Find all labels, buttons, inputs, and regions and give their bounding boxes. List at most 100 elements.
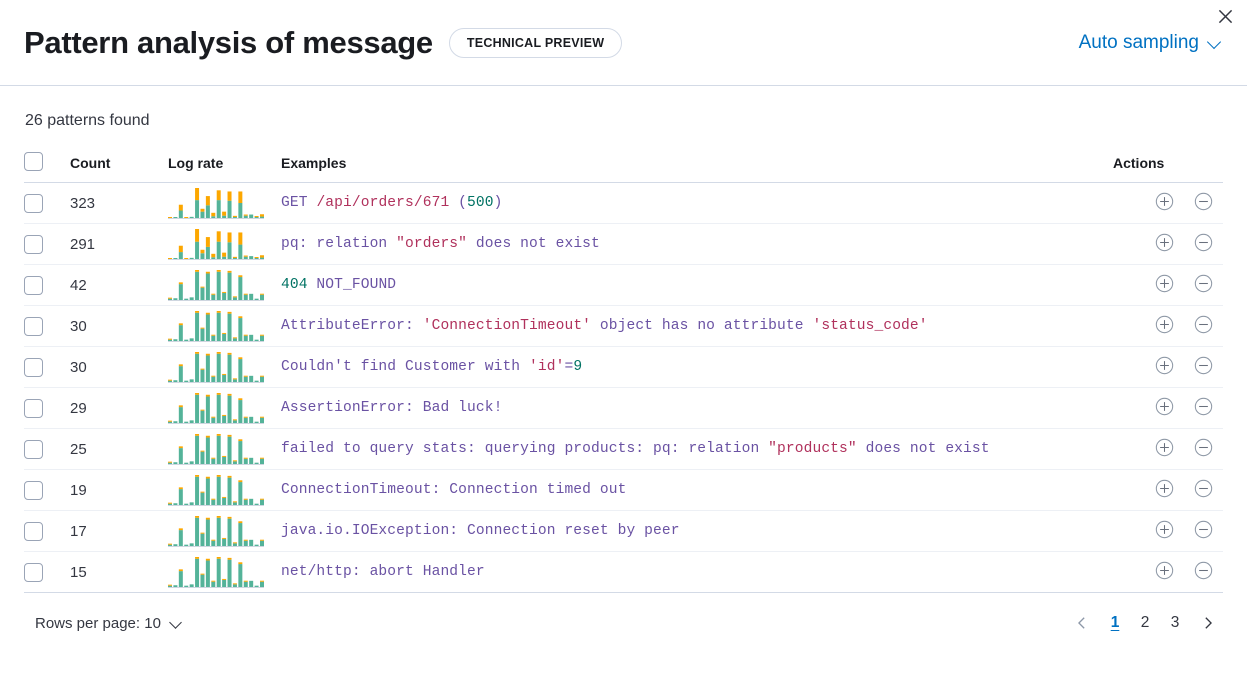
- add-filter-button[interactable]: [1145, 274, 1184, 296]
- log-rate-sparkline: [168, 311, 264, 342]
- row-select-cell: [24, 387, 70, 429]
- circle-plus-icon: [1155, 520, 1174, 539]
- row-count: 29: [70, 387, 168, 429]
- add-filter-button[interactable]: [1145, 356, 1184, 378]
- log-rate-sparkline: [168, 475, 264, 506]
- pagination-page-3[interactable]: 3: [1160, 608, 1190, 638]
- select-all-checkbox[interactable]: [24, 152, 43, 171]
- pagination-next-button[interactable]: [1193, 608, 1223, 638]
- add-filter-button[interactable]: [1145, 315, 1184, 337]
- circle-minus-icon: [1194, 438, 1213, 457]
- row-checkbox[interactable]: [24, 316, 43, 336]
- example-token: "products": [768, 441, 857, 457]
- row-example: AssertionError: Bad luck!: [281, 387, 1113, 429]
- remove-filter-button[interactable]: [1184, 315, 1223, 337]
- circle-plus-icon: [1155, 438, 1174, 457]
- add-filter-button[interactable]: [1145, 520, 1184, 542]
- add-filter-button[interactable]: [1145, 397, 1184, 419]
- column-header-examples[interactable]: Examples: [281, 152, 1113, 183]
- row-example: pq: relation "orders" does not exist: [281, 223, 1113, 265]
- chevron-down-icon: [1208, 35, 1223, 50]
- column-header-log-rate[interactable]: Log rate: [168, 152, 281, 183]
- row-checkbox[interactable]: [24, 357, 43, 377]
- circle-plus-icon: [1155, 233, 1174, 252]
- patterns-found-count: 26 patterns found: [25, 112, 150, 129]
- row-example: ConnectionTimeout: Connection timed out: [281, 469, 1113, 511]
- add-filter-button[interactable]: [1145, 479, 1184, 501]
- row-log-rate: [168, 428, 281, 470]
- remove-filter-button[interactable]: [1184, 397, 1223, 419]
- rows-per-page-button[interactable]: Rows per page: 10: [24, 615, 184, 632]
- add-filter-button[interactable]: [1145, 233, 1184, 255]
- row-example: net/http: abort Handler: [281, 551, 1113, 593]
- remove-filter-button[interactable]: [1184, 233, 1223, 255]
- remove-filter-button[interactable]: [1184, 274, 1223, 296]
- remove-filter-button[interactable]: [1184, 479, 1223, 501]
- circle-minus-icon: [1194, 479, 1213, 498]
- row-count: 19: [70, 469, 168, 511]
- table-header-row: Count Log rate Examples Actions: [24, 152, 1223, 183]
- example-token: GET: [281, 195, 317, 211]
- pagination-prev-button[interactable]: [1067, 608, 1097, 638]
- row-actions: [1113, 428, 1223, 470]
- row-actions: [1113, 305, 1223, 347]
- auto-sampling-label: Auto sampling: [1078, 31, 1199, 53]
- row-checkbox[interactable]: [24, 193, 43, 213]
- pagination-page-2[interactable]: 2: [1130, 608, 1160, 638]
- add-filter-button[interactable]: [1145, 192, 1184, 214]
- row-actions: [1113, 182, 1223, 224]
- remove-filter-button[interactable]: [1184, 520, 1223, 542]
- add-filter-button[interactable]: [1145, 561, 1184, 583]
- row-checkbox[interactable]: [24, 480, 43, 500]
- remove-filter-button[interactable]: [1184, 438, 1223, 460]
- example-token: "orders": [396, 236, 468, 252]
- row-checkbox[interactable]: [24, 398, 43, 418]
- table-header: Count Log rate Examples Actions: [24, 152, 1223, 183]
- row-checkbox[interactable]: [24, 234, 43, 254]
- row-log-rate: [168, 223, 281, 265]
- circle-minus-icon: [1194, 315, 1213, 334]
- row-count: 323: [70, 182, 168, 224]
- example-token: does not exist: [467, 236, 600, 252]
- pagination-page-1[interactable]: 1: [1100, 608, 1130, 638]
- row-checkbox[interactable]: [24, 521, 43, 541]
- example-token: =: [564, 359, 574, 375]
- example-token: pq: relation: [281, 236, 397, 252]
- close-button[interactable]: [1211, 2, 1239, 30]
- remove-filter-button[interactable]: [1184, 356, 1223, 378]
- table-row[interactable]: 15 net/http: abort Handler: [24, 551, 1223, 593]
- example-token: failed to query stats: querying products…: [281, 441, 769, 457]
- flyout-header: Pattern analysis of message TECHNICAL PR…: [0, 0, 1247, 86]
- example-token: AssertionError: Bad luck!: [281, 400, 503, 416]
- auto-sampling-button[interactable]: Auto sampling: [1079, 32, 1223, 54]
- row-checkbox[interactable]: [24, 439, 43, 459]
- row-checkbox[interactable]: [24, 275, 43, 295]
- row-checkbox[interactable]: [24, 562, 43, 582]
- table-row[interactable]: 29 AssertionError: Bad luck!: [24, 387, 1223, 429]
- example-token: ConnectionTimeout: Connection timed out: [281, 482, 627, 498]
- table-row[interactable]: 19 ConnectionTimeout: Connection timed ou…: [24, 469, 1223, 511]
- example-token: 500: [467, 195, 494, 211]
- add-filter-button[interactable]: [1145, 438, 1184, 460]
- row-log-rate: [168, 182, 281, 224]
- row-count: 15: [70, 551, 168, 593]
- column-header-count[interactable]: Count: [70, 152, 168, 183]
- circle-plus-icon: [1155, 192, 1174, 211]
- circle-plus-icon: [1155, 479, 1174, 498]
- log-rate-sparkline: [168, 434, 264, 465]
- remove-filter-button[interactable]: [1184, 192, 1223, 214]
- row-log-rate: [168, 346, 281, 388]
- log-rate-sparkline: [168, 516, 264, 547]
- log-rate-sparkline: [168, 352, 264, 383]
- remove-filter-button[interactable]: [1184, 561, 1223, 583]
